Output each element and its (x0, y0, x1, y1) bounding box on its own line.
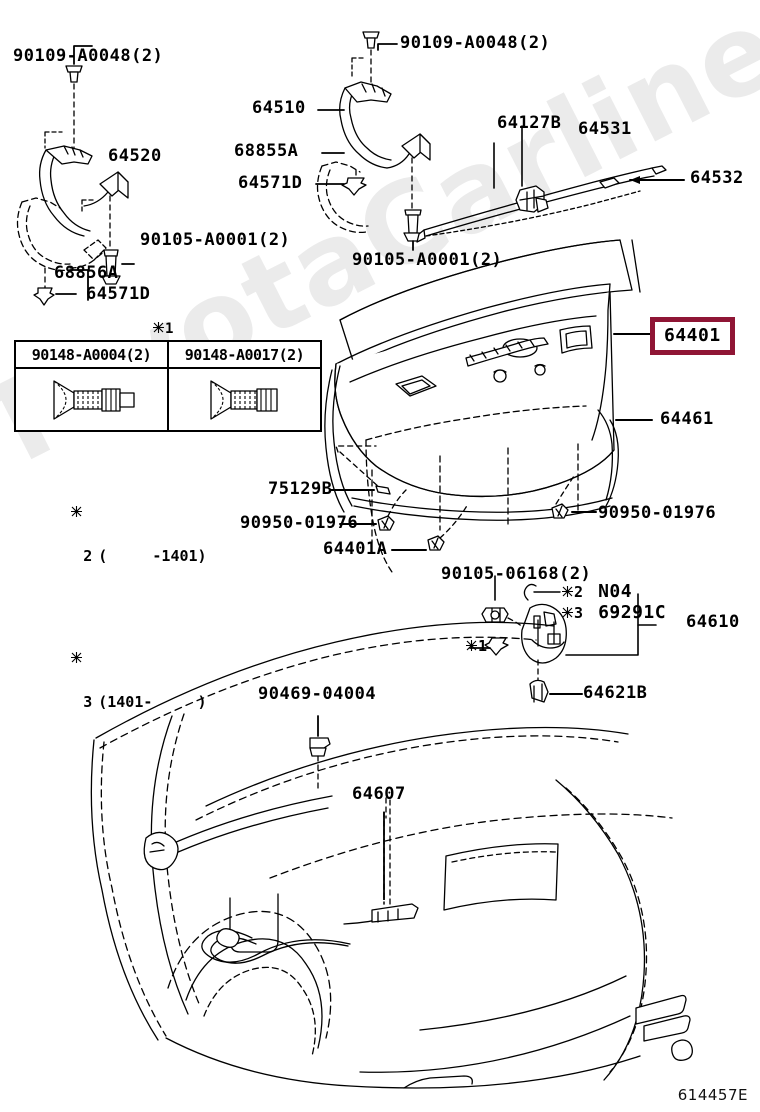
screw-clip-icon (209, 379, 278, 420)
footnote-3-mark: 3 (83, 693, 93, 711)
label-90105-a0001-left: 90105-A0001(2) (140, 230, 291, 250)
label-64510: 64510 (252, 98, 306, 118)
label-n04: N04 (598, 581, 633, 602)
label-64461: 64461 (660, 409, 714, 429)
label-90109-a0048-right: 90109-A0048(2) (400, 33, 551, 53)
label-64401a: 64401A (323, 539, 388, 559)
note-mark-2-number: 2 (574, 583, 584, 601)
clip-table-cell-2 (169, 369, 320, 430)
note-mark-2-footnote-icon (70, 505, 83, 518)
label-mark1-hinge-row: 1 (465, 639, 488, 654)
clip-table-header-1: 90148-A0004(2) (16, 342, 167, 369)
clip-table-cell-1 (16, 369, 167, 430)
diagram-id: 614457E (677, 1086, 748, 1104)
screw-clip-icon (52, 379, 135, 420)
clip-table-header-2: 90148-A0017(2) (169, 342, 320, 369)
clip-table-title: 1 (152, 321, 173, 337)
label-75129b: 75129B (268, 479, 333, 499)
note-mark-1-table-icon (152, 321, 165, 334)
note-mark-3-number: 3 (574, 604, 584, 622)
label-68856a: 68856A (54, 263, 119, 283)
label-64531: 64531 (578, 119, 632, 139)
label-64607: 64607 (352, 784, 406, 804)
label-90105-a0001-right: 90105-A0001(2) (352, 250, 503, 270)
label-69291c: 69291C (598, 602, 667, 623)
label-90105-06168: 90105-06168(2) (441, 564, 592, 584)
label-90109-a0048-left: 90109-A0048(2) (13, 46, 164, 66)
label-64532: 64532 (690, 168, 744, 188)
label-90950-01976-left: 90950-01976 (240, 513, 359, 533)
clip-variant-table: 90148-A0004(2) 90 (14, 340, 322, 432)
label-90950-01976-right: 90950-01976 (598, 503, 717, 523)
label-64621b: 64621B (583, 683, 648, 703)
label-n04-row: 2 N04 (561, 583, 632, 601)
note-mark-3-icon (561, 606, 574, 619)
clip-table-column-1: 90148-A0004(2) (16, 342, 169, 430)
footnote-3-text: (1401- ) (98, 693, 207, 711)
label-64571d-right: 64571D (238, 173, 303, 193)
note-mark-2-icon (561, 585, 574, 598)
note-mark-3-footnote-icon (70, 651, 83, 664)
label-64520: 64520 (108, 146, 162, 166)
footnote-3: 3 (1401- ) (16, 630, 207, 734)
label-64571d-left: 64571D (86, 284, 151, 304)
label-90469-04004: 90469-04004 (258, 684, 377, 704)
label-69291c-row: 3 69291C (561, 604, 666, 622)
label-68855a: 68855A (234, 141, 299, 161)
footnotes: 2 ( -1401) 3 (1401- ) (16, 442, 207, 776)
footnote-2-text: ( -1401) (98, 547, 207, 565)
clip-table-column-2: 90148-A0017(2) (169, 342, 320, 430)
note-mark-1-icon (465, 639, 478, 652)
label-64127b: 64127B (497, 113, 562, 133)
note-mark-1-number: 1 (478, 637, 488, 655)
label-64610: 64610 (686, 612, 740, 632)
footnote-2-mark: 2 (83, 547, 93, 565)
footnote-2: 2 ( -1401) (16, 484, 207, 588)
highlighted-part-number-64401[interactable]: 64401 (650, 317, 735, 355)
clip-table-title-number: 1 (165, 321, 174, 337)
